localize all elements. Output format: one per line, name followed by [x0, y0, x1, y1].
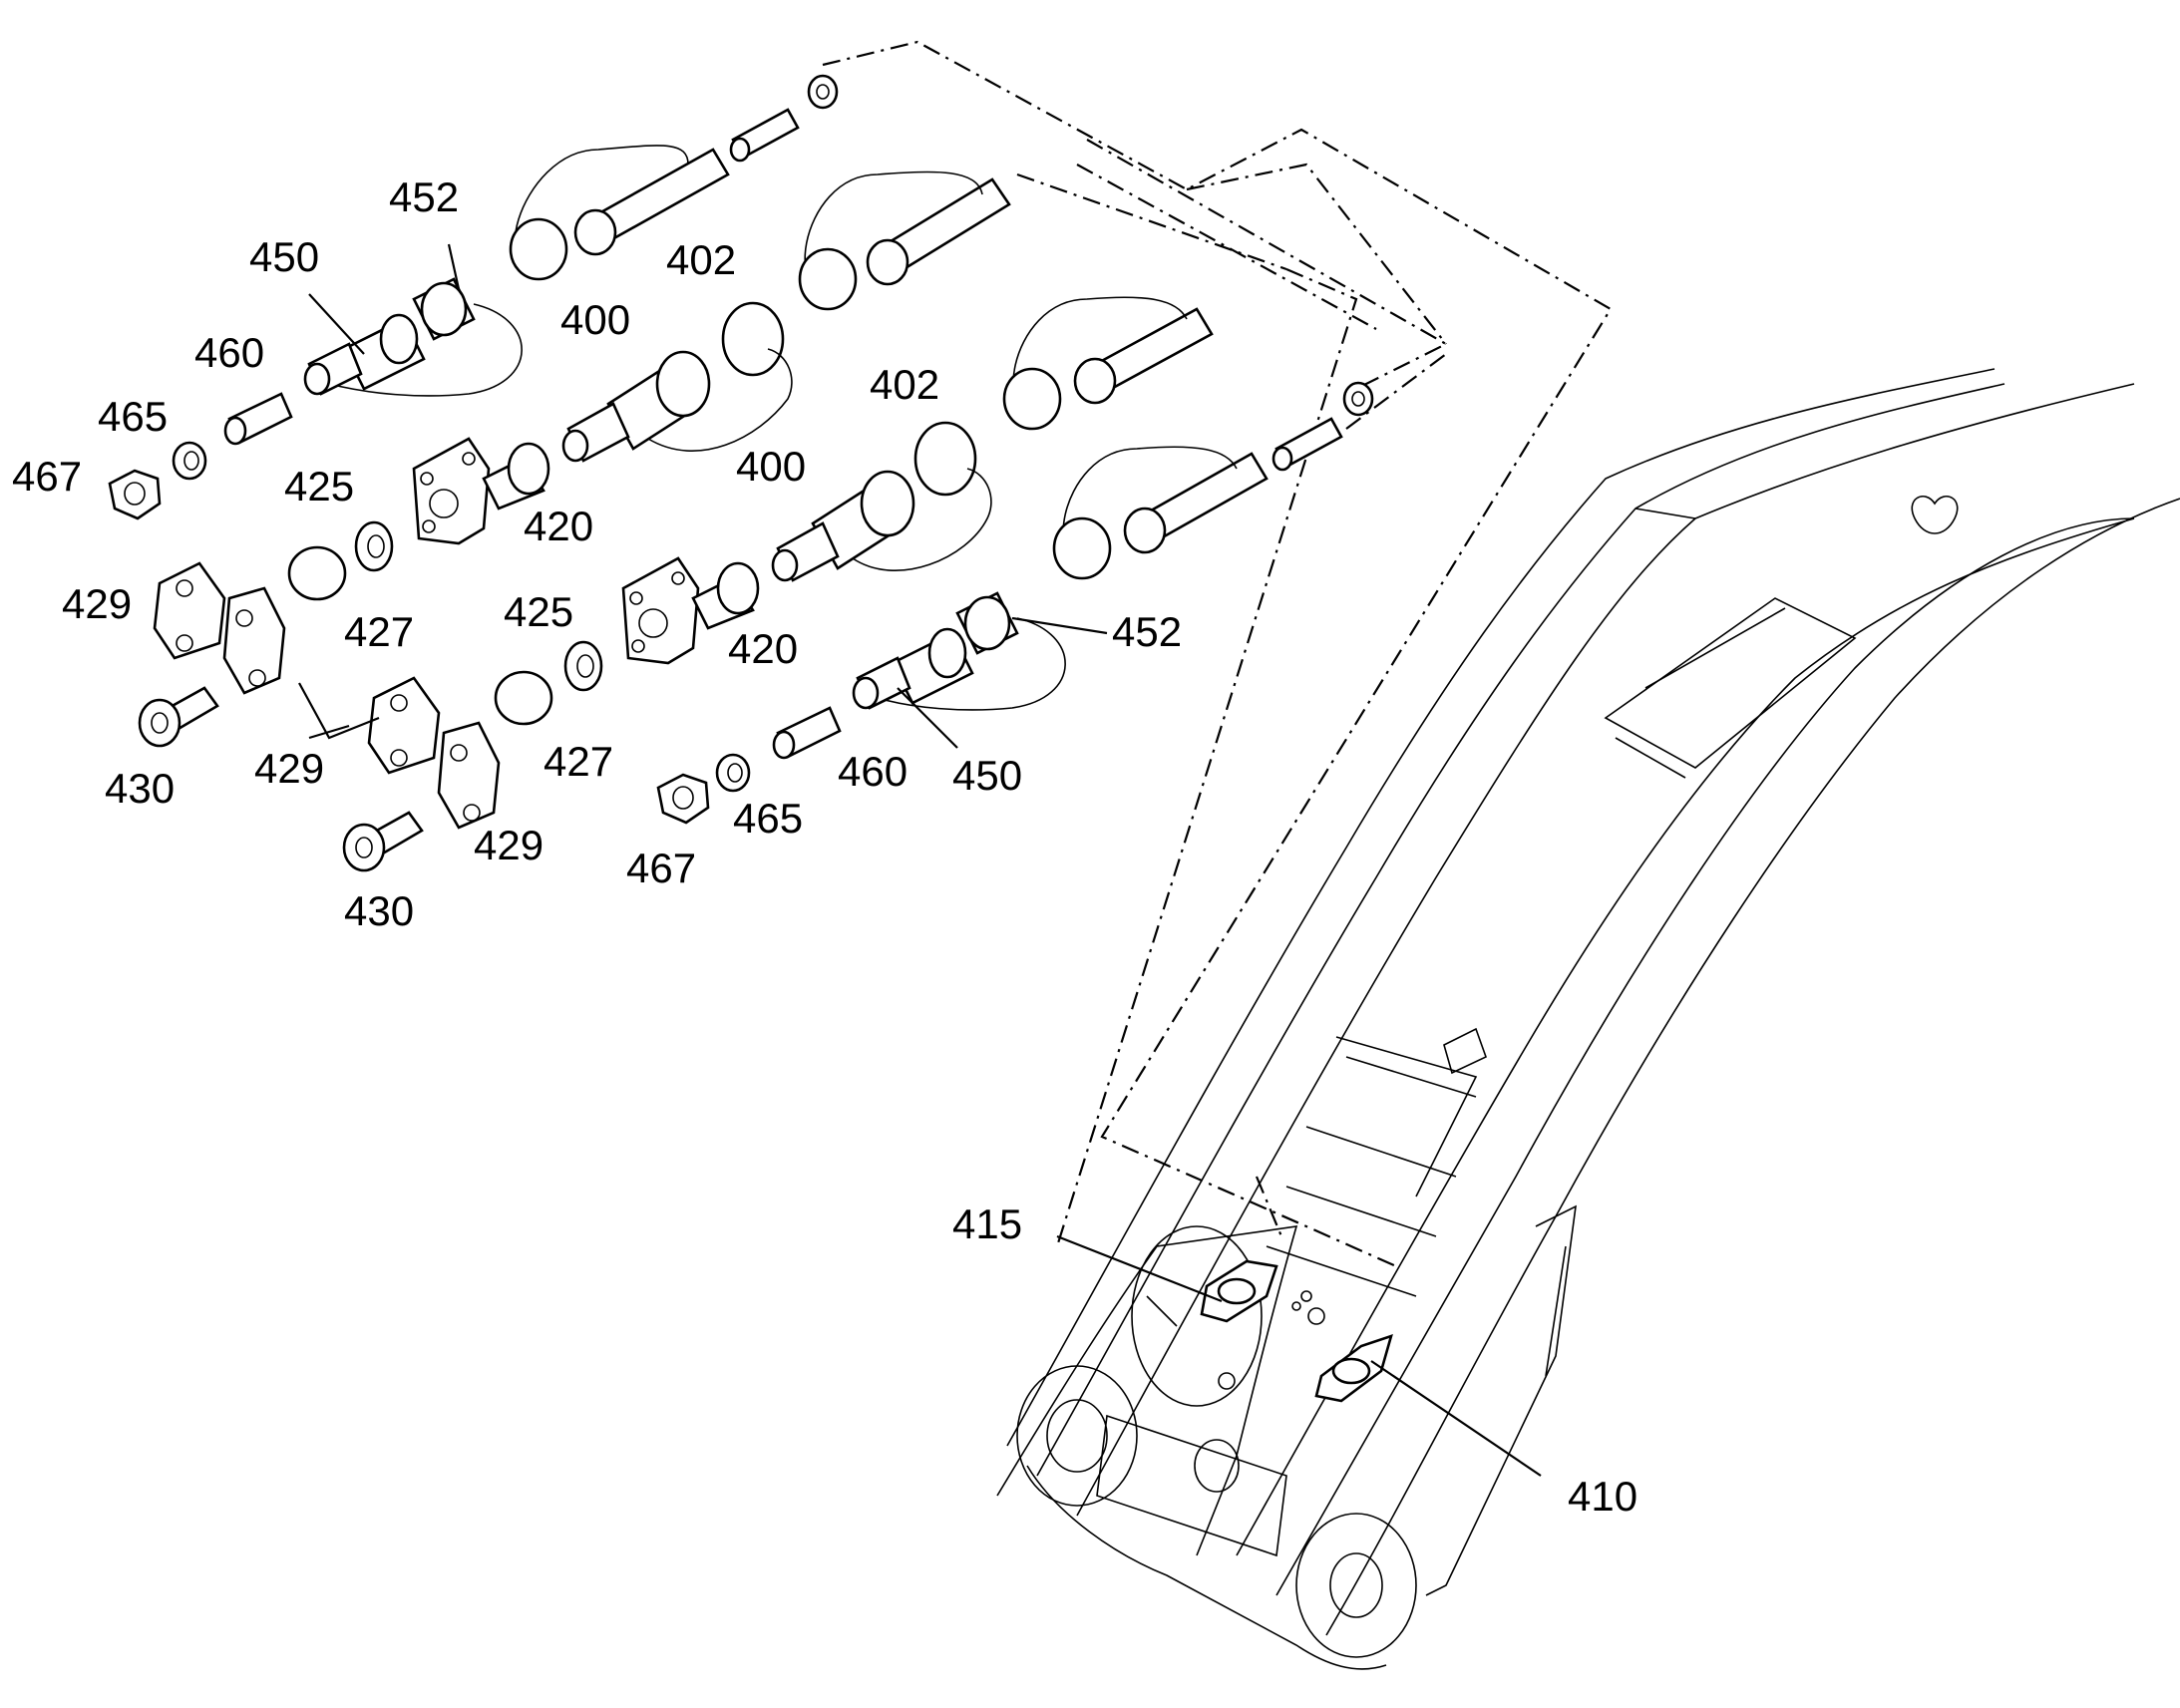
assembly-path-lines	[822, 40, 1613, 1268]
part-labels: 452 450 460 465 467 425 420 429 427 429 …	[12, 173, 1637, 1520]
label-452-b: 452	[1112, 608, 1182, 655]
label-465-a: 465	[98, 393, 168, 440]
label-420-a: 420	[524, 503, 593, 549]
coupling-group-upper	[509, 74, 1374, 580]
label-420-b: 420	[728, 625, 798, 672]
label-425-b: 425	[504, 588, 573, 635]
label-425-a: 425	[284, 463, 354, 510]
coupling-group-left-lower	[342, 421, 1066, 872]
label-465-b: 465	[733, 795, 803, 842]
label-402-a: 402	[666, 236, 736, 283]
label-460-a: 460	[194, 329, 264, 376]
label-410: 410	[1568, 1473, 1637, 1520]
flange-plate-415	[1200, 1259, 1278, 1323]
label-452-a: 452	[389, 173, 459, 220]
label-429-a: 429	[62, 580, 132, 627]
label-430-a: 430	[105, 765, 175, 812]
label-467-b: 467	[626, 845, 696, 891]
leader-lines	[298, 243, 1542, 1477]
label-402-b: 402	[870, 361, 939, 408]
coupling-group-left-upper	[108, 277, 793, 748]
label-400-b: 400	[736, 443, 806, 490]
label-450-b: 450	[952, 752, 1022, 799]
label-427-b: 427	[544, 738, 613, 785]
flange-plate-410	[1314, 1333, 1393, 1403]
label-427-a: 427	[344, 608, 414, 655]
label-467-a: 467	[12, 453, 82, 500]
label-429-c: 429	[474, 822, 544, 868]
label-400-a: 400	[560, 296, 630, 343]
label-450-a: 450	[249, 233, 319, 280]
label-460-b: 460	[838, 748, 908, 795]
label-429-b: 429	[254, 745, 324, 792]
label-415: 415	[952, 1200, 1022, 1247]
label-430-b: 430	[344, 887, 414, 934]
